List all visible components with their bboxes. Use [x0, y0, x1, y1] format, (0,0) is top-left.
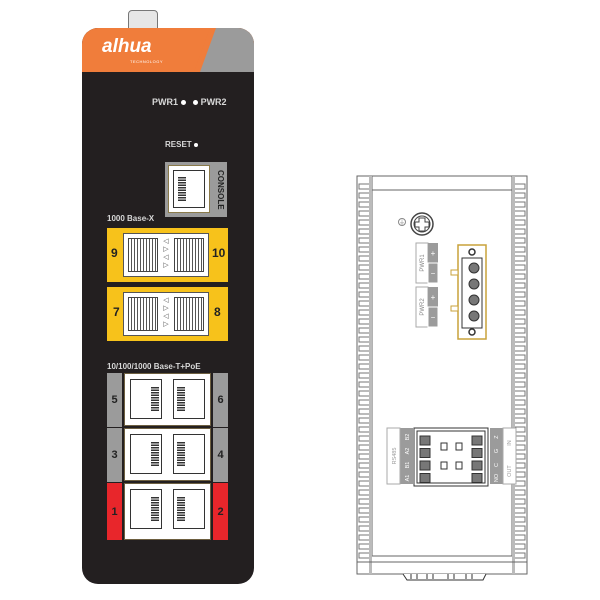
din-rail-clip — [402, 573, 487, 581]
port-number-10: 10 — [212, 246, 226, 260]
io-terminal-block[interactable] — [413, 427, 489, 487]
rj45-port-1[interactable] — [130, 489, 162, 529]
alarm-in-label: IN — [507, 440, 513, 446]
rs485-labels: RS485 A1 B1 A2 B2 — [386, 427, 413, 485]
side-chassis — [356, 175, 528, 575]
port-number-8: 8 — [214, 305, 221, 319]
pwr2-plus-label: + — [431, 293, 436, 302]
sfp-port-8[interactable] — [174, 297, 204, 331]
reset-label: RESET — [165, 140, 192, 149]
rj45-section-label: 10/100/1000 Base-T+PoE — [107, 362, 201, 371]
sfp-port-pair-9-10: 9 ◁▷◁▷ 10 — [107, 228, 228, 282]
terminal-screw-icon — [419, 460, 431, 471]
power-labels: PWR1 PWR2 + − + − — [415, 242, 439, 328]
console-port-block: CONSOLE — [165, 162, 227, 217]
reset-button-area[interactable]: RESET — [165, 140, 198, 149]
alarm-out-label: OUT — [507, 465, 513, 477]
rs485-pin-a2: A2 — [405, 448, 411, 455]
rj45-port-6[interactable] — [173, 379, 205, 419]
alarm-pin-z: Z — [494, 435, 500, 439]
sfp-section-label: 1000 Base-X — [107, 214, 155, 223]
pwr1-terminal-label: PWR1 — [420, 254, 426, 272]
brand-logo: alhua — [102, 36, 152, 57]
port-number-6: 6 — [213, 373, 228, 427]
pwr1-plus-label: + — [431, 249, 436, 258]
port-number-2: 2 — [213, 483, 228, 540]
rs485-pin-b2: B2 — [405, 434, 411, 441]
ground-screw-icon: ⏚ — [398, 212, 434, 236]
port-number-1: 1 — [107, 483, 122, 540]
port-number-7: 7 — [113, 305, 120, 319]
console-label: CONSOLE — [216, 170, 225, 210]
terminal-screw-icon — [471, 473, 483, 483]
pwr2-label: PWR2 — [200, 97, 227, 107]
terminal-screw-icon — [419, 473, 431, 483]
power-terminal-block[interactable] — [450, 244, 487, 340]
sfp-port-7[interactable] — [128, 297, 158, 331]
rs485-pin-b1: B1 — [405, 462, 411, 469]
svg-text:⏚: ⏚ — [399, 220, 405, 227]
console-jack-icon — [173, 170, 205, 208]
rj45-row-1-2 — [124, 483, 211, 540]
pwr1-minus-label: − — [431, 269, 436, 278]
pwr-leds: PWR1 PWR2 — [152, 97, 227, 107]
port-number-9: 9 — [111, 246, 118, 260]
terminal-screw-icon — [471, 435, 483, 446]
switch-front-panel: alhua TECHNOLOGY PWR1 PWR2 RESET CONSOLE… — [82, 28, 254, 584]
heatsink-fins — [358, 183, 526, 559]
rs485-label: RS485 — [392, 448, 398, 465]
port-number-4: 4 — [213, 428, 228, 482]
terminal-screw-icon — [419, 448, 431, 458]
link-arrows-icon: ◁▷◁▷ — [163, 297, 169, 328]
sfp-port-pair-7-8: 7 ◁▷◁▷ 8 — [107, 287, 228, 341]
left-fins — [358, 183, 369, 559]
right-fins — [515, 183, 526, 559]
port-number-5: 5 — [107, 373, 122, 427]
console-rj45-port[interactable] — [168, 165, 210, 213]
terminal-screw-icon — [471, 460, 483, 471]
link-arrows-icon: ◁▷◁▷ — [163, 238, 169, 269]
reset-pinhole-icon[interactable] — [193, 142, 198, 147]
alarm-pin-c: C — [494, 463, 500, 467]
rj45-port-3[interactable] — [130, 434, 162, 474]
pwr1-led-icon — [180, 100, 186, 106]
pwr2-led-icon — [193, 100, 199, 106]
pwr1-label: PWR1 — [152, 97, 179, 107]
pwr2-minus-label: − — [431, 313, 436, 322]
alarm-labels: NO C G Z OUT IN — [490, 427, 517, 485]
pwr2-terminal-label: PWR2 — [420, 298, 426, 316]
brand-header: alhua TECHNOLOGY — [82, 28, 254, 72]
terminal-screw-icon — [419, 435, 431, 446]
alarm-pin-g: G — [494, 449, 500, 453]
brand-tagline: TECHNOLOGY — [130, 59, 164, 64]
port-number-3: 3 — [107, 428, 122, 482]
rj45-row-5-6 — [124, 373, 211, 426]
rj45-port-block: 5 6 3 4 1 2 — [107, 373, 228, 540]
rj45-port-5[interactable] — [130, 379, 162, 419]
sfp-cage: ◁▷◁▷ — [123, 292, 209, 336]
rj45-port-2[interactable] — [173, 489, 205, 529]
rj45-row-3-4 — [124, 428, 211, 481]
rs485-pin-a1: A1 — [405, 475, 411, 482]
alarm-pin-no: NO — [494, 473, 500, 482]
rj45-port-4[interactable] — [173, 434, 205, 474]
sfp-port-9[interactable] — [128, 238, 158, 272]
sfp-cage: ◁▷◁▷ — [123, 233, 209, 277]
sfp-port-10[interactable] — [174, 238, 204, 272]
terminal-screw-icon — [471, 448, 483, 458]
